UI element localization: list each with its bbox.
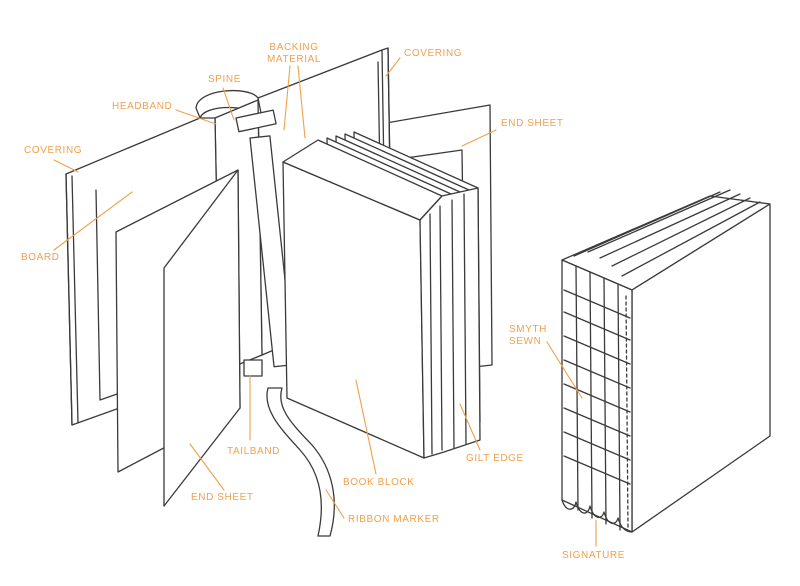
label-tailband: TAILBAND — [227, 446, 280, 457]
end-sheet-flap — [163, 169, 241, 507]
leader-smyth — [546, 341, 583, 399]
leader-gilt-edge — [459, 403, 481, 451]
leader-backing-2 — [297, 65, 306, 139]
leader-covering-top — [385, 57, 401, 77]
label-backing-material: BACKING MATERIAL — [267, 42, 322, 65]
label-end-sheet-bottom: END SHEET — [191, 492, 254, 503]
gilt-edge-side — [419, 187, 481, 459]
leader-board — [53, 191, 133, 251]
label-signature: SIGNATURE — [562, 550, 625, 561]
leader-end-sheet-bottom — [189, 443, 225, 491]
leader-covering-left — [53, 159, 79, 173]
label-end-sheet-top: END SHEET — [501, 118, 564, 129]
label-covering-left: COVERING — [24, 145, 83, 156]
smyth-sewn-block — [561, 189, 771, 533]
label-gilt-edge: GILT EDGE — [466, 453, 524, 464]
front-cover-edge — [65, 173, 79, 426]
label-smyth-sewn: SMYTH SEWN — [509, 324, 547, 347]
ribbon-marker — [266, 387, 335, 537]
tailband-block — [243, 359, 263, 377]
label-book-block: BOOK BLOCK — [343, 477, 415, 488]
book-block — [282, 131, 481, 459]
label-ribbon-marker: RIBBON MARKER — [348, 514, 440, 525]
backing-strip — [249, 135, 295, 368]
headband-block — [235, 109, 277, 133]
leader-ribbon — [325, 489, 345, 519]
leader-book-block — [355, 379, 377, 475]
hardcover-exploded-view — [65, 47, 493, 537]
leader-end-sheet-top — [461, 129, 497, 147]
label-covering-top: COVERING — [404, 48, 463, 59]
leader-backing-1 — [283, 65, 291, 131]
leader-headband — [175, 109, 217, 125]
leader-spine — [222, 87, 235, 121]
label-board: BOARD — [21, 252, 60, 263]
smyth-block-spine — [561, 259, 633, 533]
label-spine: SPINE — [208, 74, 242, 85]
label-headband: HEADBAND — [112, 101, 173, 112]
leader-lines — [53, 57, 597, 547]
